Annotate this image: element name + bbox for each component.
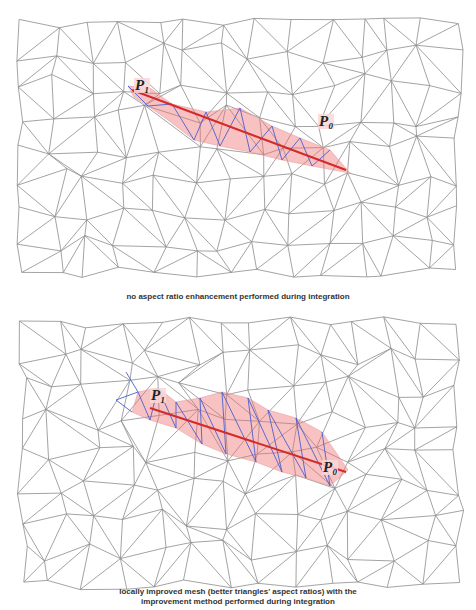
point-label: P₁ [134,78,150,93]
figure-caption: locally improved mesh (better triangles'… [98,587,378,607]
triangle-mesh [18,317,464,590]
affected-region [128,86,350,173]
integration-path [150,408,346,472]
point-label: P₀ [322,460,338,475]
modified-edge [138,388,330,486]
point-label: P₁ [150,388,166,403]
mesh-edges [18,317,464,590]
integration-path [132,90,346,170]
mesh-edges [17,18,463,278]
affected-region [132,388,348,486]
triangle-mesh [17,18,463,278]
modified-edge [116,372,138,412]
figure-caption: no aspect ratio enhancement performed du… [88,292,388,302]
point-label: P₀ [318,114,334,129]
